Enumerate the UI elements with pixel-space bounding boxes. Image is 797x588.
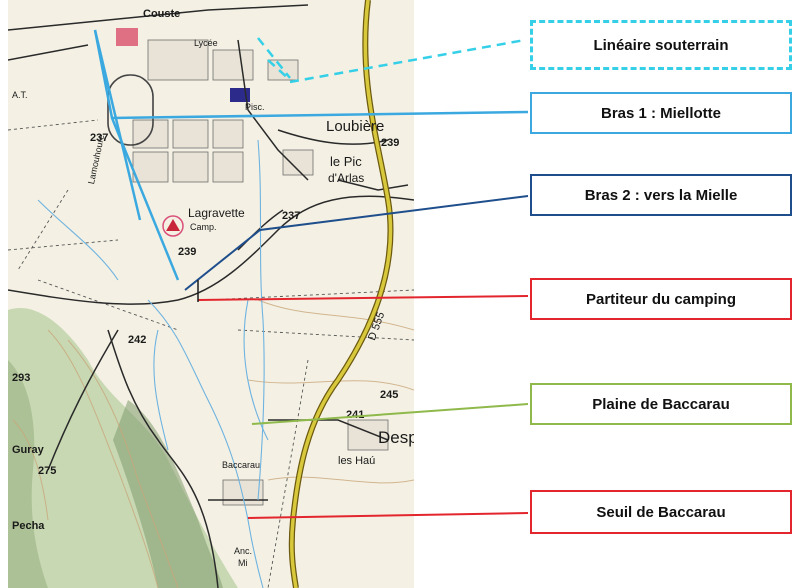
- road-d555: [288, 0, 394, 588]
- map-label-camp: Camp.: [190, 222, 217, 232]
- forest-area-dark: [113, 400, 223, 588]
- callout-partiteur-text: Partiteur du camping: [585, 290, 737, 308]
- topographic-map: Couste Lycée A.T. Pisc. Loubière 239 237…: [8, 0, 414, 588]
- map-label-elev-245: 245: [380, 389, 399, 401]
- camping-icon: [166, 219, 180, 231]
- map-label-les-hau: les Haú: [338, 455, 376, 467]
- map-label-elev-239: 239: [381, 137, 400, 149]
- callout-lineaire-souterrain: Linéaire souterrain: [530, 20, 792, 70]
- road-d555-fill: [290, 0, 393, 588]
- map-label-couste: Couste: [143, 8, 181, 20]
- map-label-lycee: Lycée: [194, 38, 218, 48]
- callout-bras1-text: Bras 1 : Miellotte: [600, 104, 722, 122]
- callout-seuil-text: Seuil de Baccarau: [596, 503, 726, 521]
- map-label-desp: Desp: [378, 428, 414, 447]
- map-label-elev-275: 275: [38, 465, 57, 477]
- map-label-elev-237b: 237: [282, 210, 301, 222]
- callout-bras1: Bras 1 : Miellotte: [530, 92, 792, 134]
- map-label-le-pic: le Pic: [330, 154, 362, 169]
- map-label-pecha: Pecha: [12, 520, 45, 532]
- map-label-at: A.T.: [12, 90, 28, 100]
- callout-bras2-text: Bras 2 : vers la Mielle: [584, 186, 738, 204]
- map-label-elev-239b: 239: [178, 246, 197, 258]
- map-drawing: [8, 0, 414, 588]
- map-label-pisc: Pisc.: [245, 102, 265, 112]
- callout-plaine-text: Plaine de Baccarau: [592, 395, 730, 413]
- map-label-guray: Guray: [12, 444, 44, 456]
- forest-area-left: [8, 360, 48, 588]
- map-label-elev-293: 293: [12, 372, 31, 384]
- church-building: [116, 28, 138, 46]
- map-label-baccarau: Baccarau: [222, 460, 261, 470]
- map-label-elev-242: 242: [128, 334, 147, 346]
- contour-lines: [12, 299, 414, 588]
- map-label-anc: Anc.: [234, 546, 253, 556]
- map-label-loubiere: Loubière: [326, 118, 385, 135]
- callout-seuil: Seuil de Baccarau: [530, 490, 792, 534]
- callout-partiteur: Partiteur du camping: [530, 278, 792, 320]
- callout-plaine: Plaine de Baccarau: [530, 383, 792, 425]
- map-label-mi: Mi: [238, 558, 248, 568]
- callout-lineaire-souterrain-text: Linéaire souterrain: [593, 36, 729, 54]
- callout-bras2: Bras 2 : vers la Mielle: [530, 174, 792, 216]
- map-label-darlas: d'Arlas: [328, 171, 365, 185]
- map-label-elev-241: 241: [346, 409, 365, 421]
- map-label-lagravette: Lagravette: [188, 206, 245, 220]
